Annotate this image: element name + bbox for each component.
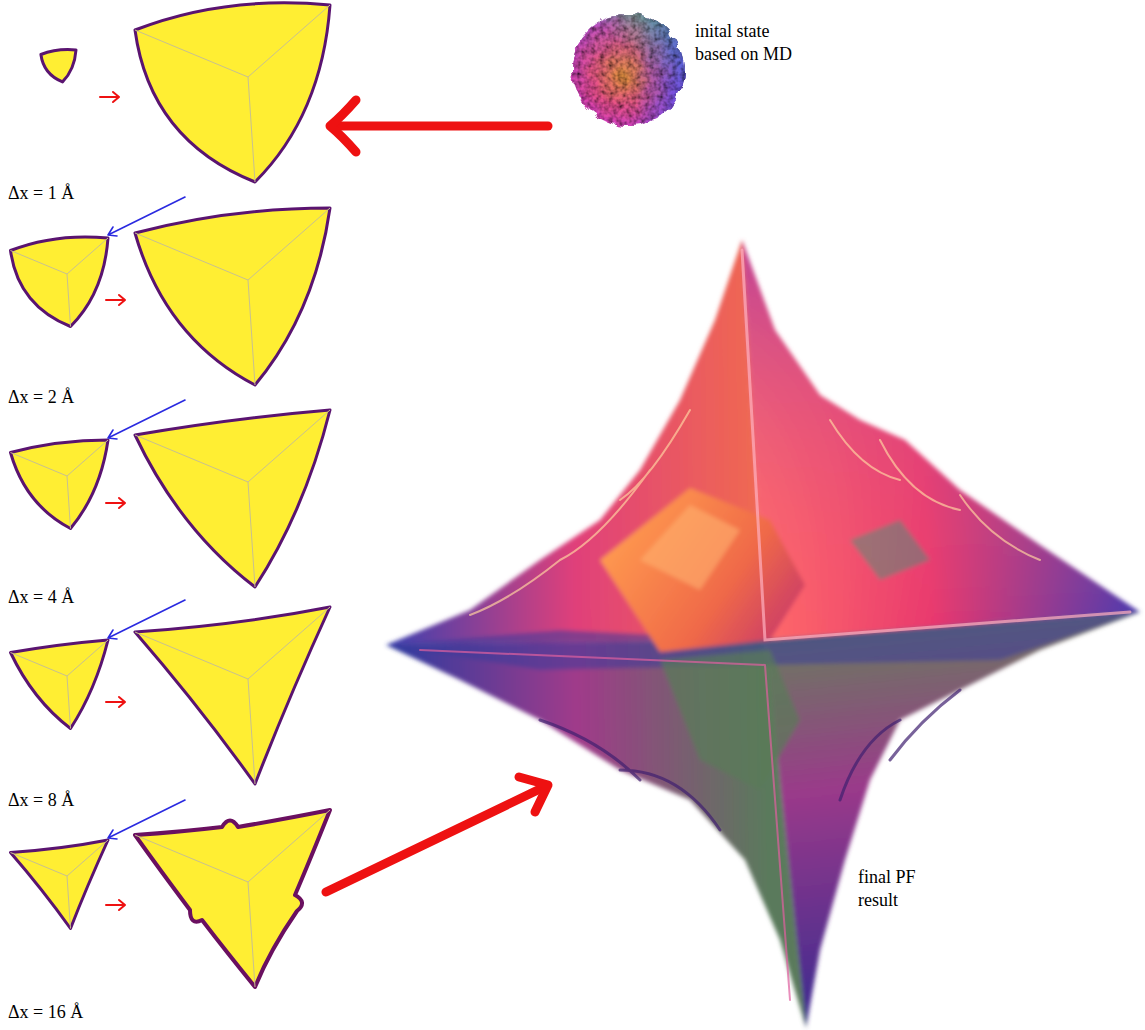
resolution-label: Δx = 4 Å: [8, 586, 148, 609]
octant-small: [11, 640, 109, 729]
octant-shapes: [11, 3, 331, 987]
red-arrows-large: [326, 100, 548, 892]
annotation: inital state based on MD: [695, 20, 803, 66]
annotation: final PF result: [858, 866, 936, 912]
octant-small: [11, 237, 109, 327]
octant-large: [135, 607, 330, 784]
octant-large: [135, 208, 330, 385]
crystal-ridges: [420, 250, 1130, 1000]
resolution-label: Δx = 16 Å: [8, 1001, 148, 1024]
resolution-label: Δx = 8 Å: [8, 789, 148, 812]
red-arrows-small: [100, 92, 125, 910]
resolution-label: Δx = 1 Å: [8, 182, 148, 205]
resolution-label: Δx = 2 Å: [8, 386, 148, 409]
octant-small: [41, 50, 76, 82]
octant-large: [135, 410, 330, 587]
octant-small: [11, 440, 109, 529]
pf-crystal: [386, 240, 1140, 1028]
blue-arrows: [108, 197, 185, 839]
md-sphere: [572, 14, 684, 126]
octant-large: [135, 810, 330, 987]
octant-small: [11, 840, 109, 929]
octant-large: [135, 3, 330, 182]
